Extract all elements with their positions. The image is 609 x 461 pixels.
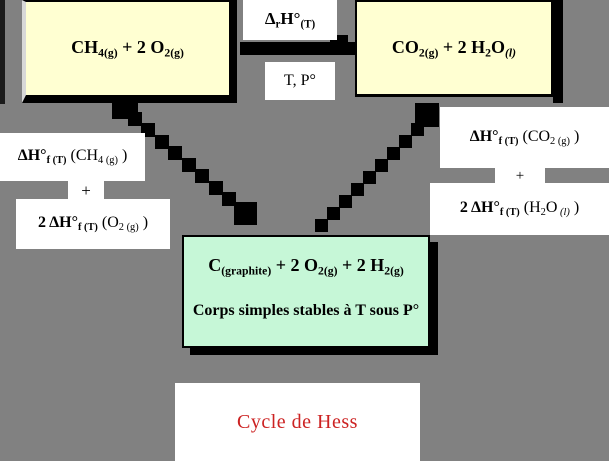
elements-box: C(graphite) + 2 O2(g) + 2 H2(g) Corps si… — [182, 235, 430, 348]
right-enthalpy-term1: ΔH°f (T) (CO2 (g) ) — [440, 107, 609, 168]
left-enthalpy-term2-text: 2 ΔH°f (T) (O2 (g) ) — [37, 214, 149, 234]
right-enthalpy-term2: 2 ΔH°f (T) (H2O (l) ) — [430, 183, 609, 235]
title-box: Cycle de Hess — [175, 383, 420, 461]
elements-formula: C(graphite) + 2 O2(g) + 2 H2(g) — [208, 255, 404, 278]
left-plus-text: + — [81, 181, 91, 200]
left-enthalpy-term2: 2 ΔH°f (T) (O2 (g) ) — [16, 199, 170, 249]
reaction-enthalpy-label: ΔrH°(T) — [243, 0, 337, 40]
reactants-box: CH4(g) + 2 O2(g) — [22, 0, 237, 103]
left-formation-arrow — [112, 95, 257, 225]
left-edge-mark — [0, 0, 5, 104]
reaction-enthalpy-text: ΔrH°(T) — [264, 9, 316, 31]
reaction-arrow — [240, 35, 357, 55]
right-enthalpy-term1-text: ΔH°f (T) (CO2 (g) ) — [469, 127, 580, 148]
conditions-text: T, P° — [284, 72, 316, 89]
right-formation-arrow — [315, 103, 439, 232]
right-enthalpy-term2-text: 2 ΔH°f (T) (H2O (l) ) — [459, 199, 580, 219]
diagram-title: Cycle de Hess — [237, 410, 358, 433]
right-plus-sign: + — [495, 168, 545, 184]
products-box-right-bar — [553, 0, 563, 103]
left-plus-sign: + — [68, 181, 104, 200]
conditions-label: T, P° — [265, 62, 335, 100]
reactants-formula: CH4(g) + 2 O2(g) — [71, 37, 184, 60]
elements-caption: Corps simples stables à T sous P° — [192, 301, 420, 319]
left-enthalpy-term1: ΔH°f (T) (CH4 (g) ) — [0, 133, 145, 181]
right-plus-text: + — [515, 168, 525, 184]
left-enthalpy-term1-text: ΔH°f (T) (CH4 (g) ) — [17, 147, 128, 167]
products-box: CO2(g) + 2 H2O(l) — [355, 0, 553, 97]
products-formula: CO2(g) + 2 H2O(l) — [391, 36, 517, 60]
